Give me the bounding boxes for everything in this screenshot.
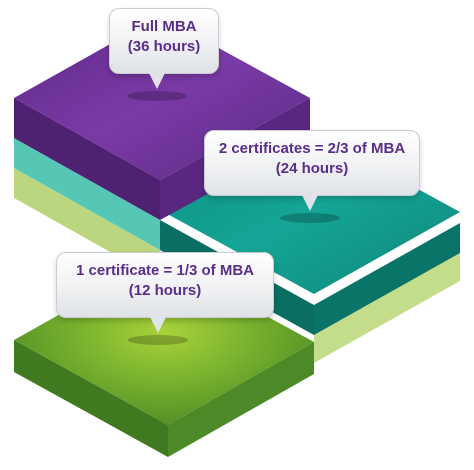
green-layer-left-face <box>14 340 168 457</box>
callout-one-certificate: 1 certificate = 1/3 of MBA (12 hours) <box>56 252 274 318</box>
callout-full-mba-title: Full MBA <box>131 18 197 35</box>
callout-shadow-one <box>128 335 188 345</box>
teal-layer-left-face <box>14 138 160 250</box>
callout-two-certificates-title: 2 certificates = 2/3 of MBA <box>218 140 406 157</box>
callout-one-certificate-pointer <box>150 317 166 333</box>
callout-one-certificate-title: 1 certificate = 1/3 of MBA <box>76 262 254 279</box>
purple-layer-top <box>14 16 310 180</box>
base-layer-right-face <box>314 253 460 363</box>
green-layer-right-face <box>168 342 314 457</box>
callout-one-certificate-hours: (12 hours) <box>128 282 202 299</box>
callout-two-certificates: 2 certificates = 2/3 of MBA (24 hours) <box>204 130 420 196</box>
callout-full-mba-pointer <box>149 73 165 89</box>
callout-two-certificates-hours: (24 hours) <box>275 160 349 177</box>
callout-full-mba-hours: (36 hours) <box>127 38 201 55</box>
teal-layer-right-face <box>314 223 460 335</box>
callout-full-mba: Full MBA (36 hours) <box>109 8 219 74</box>
callout-shadow-two <box>280 213 340 223</box>
purple-layer-left-face <box>14 98 160 220</box>
callout-shadow-full <box>127 91 187 101</box>
callout-two-certificates-pointer <box>302 195 318 211</box>
